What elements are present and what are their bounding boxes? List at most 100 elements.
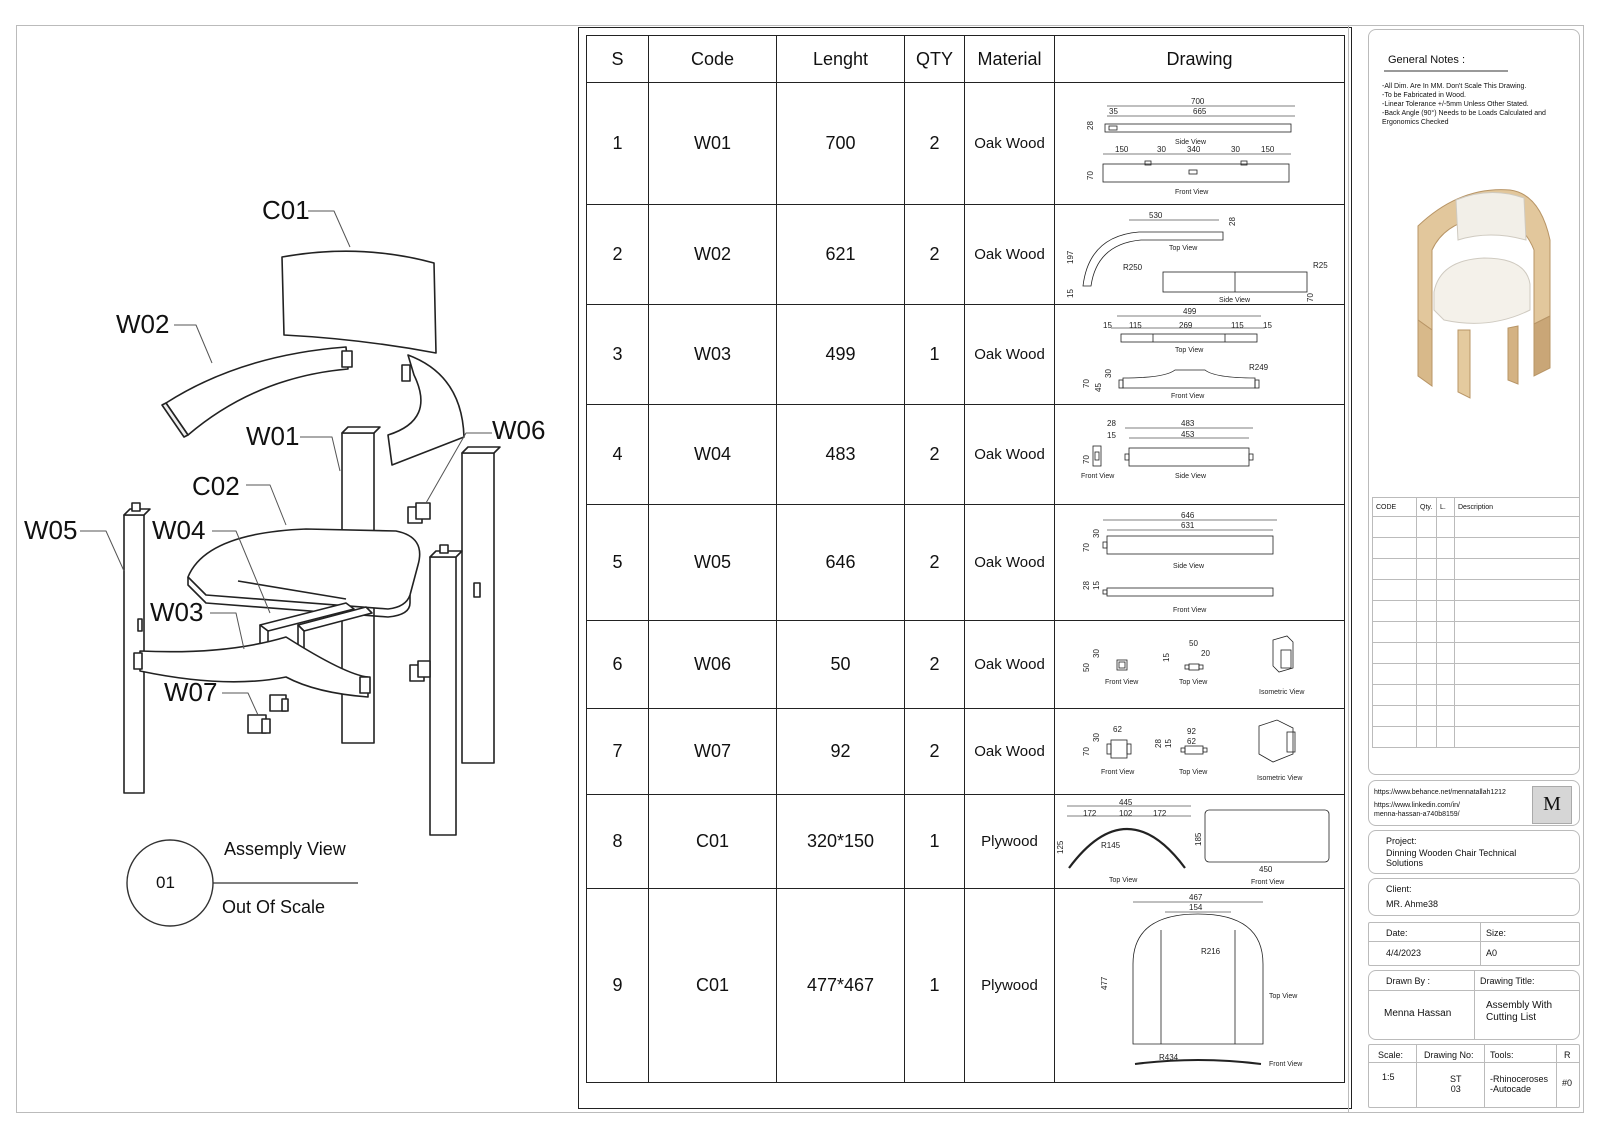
- dim-665: 665: [1193, 107, 1207, 116]
- behance-link[interactable]: https://www.behance.net/mennatallah1212: [1374, 789, 1506, 796]
- cell-length: 621: [776, 204, 905, 305]
- drawing-title-value: Assembly With Cutting List: [1486, 1000, 1553, 1023]
- dim-70: 70: [1086, 170, 1095, 179]
- dim-15: 15: [1103, 321, 1112, 330]
- drawing-title-label: Drawing Title:: [1480, 976, 1535, 986]
- view-caption: Front View: [1101, 769, 1135, 776]
- dim-70: 70: [1306, 292, 1315, 301]
- cell-s: 3: [586, 304, 649, 405]
- dim-30: 30: [1092, 648, 1101, 657]
- bom-row: [1372, 516, 1580, 538]
- table-row: 7 W07 92 2 Oak Wood 70 30 62 Front View …: [586, 708, 1345, 795]
- cell-code: W02: [648, 204, 777, 305]
- dim-28: 28: [1228, 216, 1237, 225]
- dim-15: 15: [1164, 738, 1173, 747]
- drawn-by-label: Drawn By :: [1386, 976, 1431, 986]
- dim-445: 445: [1119, 798, 1133, 807]
- cell-material: Oak Wood: [964, 304, 1055, 405]
- view-scale: Out Of Scale: [222, 897, 326, 917]
- cell-drawing-w06: 50 30 Front View 15 50 20 Top View Isome…: [1054, 620, 1345, 709]
- dim-62: 62: [1113, 725, 1122, 734]
- dim-172: 172: [1153, 809, 1167, 818]
- client-value: MR. Ahme38: [1386, 899, 1439, 909]
- view-caption: Side View: [1219, 297, 1251, 304]
- cell-s: 6: [586, 620, 649, 709]
- dim-r25: R25: [1313, 261, 1328, 270]
- dim-70: 70: [1082, 454, 1091, 463]
- dim-15: 15: [1066, 288, 1075, 297]
- bom-row: [1372, 726, 1580, 748]
- cutting-list-frame: [578, 27, 1352, 1109]
- bom-row: [1372, 579, 1580, 601]
- header-s: S: [586, 35, 649, 83]
- part-w03-front-rail: [139, 636, 369, 698]
- cell-qty: 2: [904, 204, 965, 305]
- cell-qty: 2: [904, 708, 965, 795]
- dim-r216: R216: [1201, 947, 1221, 956]
- dim-340: 340: [1187, 145, 1201, 154]
- notes-title: General Notes :: [1388, 54, 1466, 66]
- dim-499: 499: [1183, 307, 1197, 316]
- header-length: Lenght: [776, 35, 905, 83]
- view-caption: Front View: [1175, 189, 1209, 196]
- bom-header-row: CODE Qty. L. Description: [1372, 497, 1580, 517]
- dim-30: 30: [1092, 528, 1101, 537]
- label-w03: W03: [150, 597, 204, 627]
- dim-30: 30: [1104, 368, 1113, 377]
- cell-code: C01: [648, 794, 777, 889]
- cell-length: 700: [776, 82, 905, 205]
- view-caption: Side View: [1173, 563, 1205, 570]
- dim-530: 530: [1149, 211, 1163, 220]
- scale-label: Scale:: [1378, 1050, 1404, 1060]
- dim-70: 70: [1082, 378, 1091, 387]
- label-w04: W04: [152, 515, 206, 545]
- title-block-sidebar: [1348, 25, 1584, 1113]
- cell-length: 50: [776, 620, 905, 709]
- cell-drawing-c01-back: 445 172 102 172 125 R145 Top View 185 45…: [1054, 794, 1345, 889]
- tools-value: -Rhinoceroses -Autocade: [1490, 1074, 1549, 1094]
- scale-panel: [1368, 1044, 1580, 1108]
- linkedin-link-cont[interactable]: menna-hassan-a740b8159/: [1374, 811, 1460, 818]
- part-w05-leg-right: [429, 556, 457, 836]
- dim-154: 154: [1189, 903, 1203, 912]
- size-label: Size:: [1486, 928, 1507, 938]
- dim-125: 125: [1056, 840, 1065, 854]
- dim-28: 28: [1082, 580, 1091, 589]
- dim-150: 150: [1115, 145, 1129, 154]
- cell-qty: 2: [904, 404, 965, 505]
- table-row: 5 W05 646 2 Oak Wood 646 631 70 30 Side …: [586, 504, 1345, 621]
- cell-qty: 1: [904, 304, 965, 405]
- date-value: 4/4/2023: [1386, 948, 1422, 958]
- bom-row: [1372, 663, 1580, 685]
- cell-code: W07: [648, 708, 777, 795]
- linkedin-link[interactable]: https://www.linkedin.com/in/: [1374, 802, 1460, 809]
- drawn-by-value: Menna Hassan: [1384, 1008, 1452, 1019]
- chair-render-image: [1417, 189, 1551, 399]
- links-panel: [1368, 780, 1580, 826]
- part-c01-backrest: [281, 250, 437, 354]
- client-label: Client:: [1386, 884, 1412, 894]
- bom-row: [1372, 537, 1580, 559]
- cell-length: 477*467: [776, 888, 905, 1083]
- dim-15: 15: [1162, 652, 1171, 661]
- cell-length: 483: [776, 404, 905, 505]
- view-caption: Side View: [1175, 473, 1207, 480]
- dim-r434: R434: [1159, 1053, 1179, 1062]
- part-w02-arm-left: [165, 346, 349, 436]
- dim-102: 102: [1119, 809, 1133, 818]
- table-row: 1 W01 700 2 Oak Wood 700 35 665 28: [586, 82, 1345, 205]
- view-caption: Side View: [1175, 139, 1207, 146]
- dim-172: 172: [1083, 809, 1097, 818]
- view-title: Assemply View: [224, 839, 346, 859]
- view-caption: Isometric View: [1257, 775, 1303, 782]
- bom-header-description: Description: [1454, 497, 1580, 517]
- dim-115: 115: [1129, 321, 1142, 330]
- part-w07-block: [247, 694, 289, 734]
- assembly-view: C01 W02 W01 W06 C02 W05 W04 W03 W07 01 A…: [16, 25, 572, 1113]
- part-w06-block: [407, 502, 431, 682]
- cell-material: Plywood: [964, 888, 1055, 1083]
- dim-631: 631: [1181, 521, 1195, 530]
- cell-qty: 2: [904, 504, 965, 621]
- cell-code: C01: [648, 888, 777, 1083]
- cell-material: Plywood: [964, 794, 1055, 889]
